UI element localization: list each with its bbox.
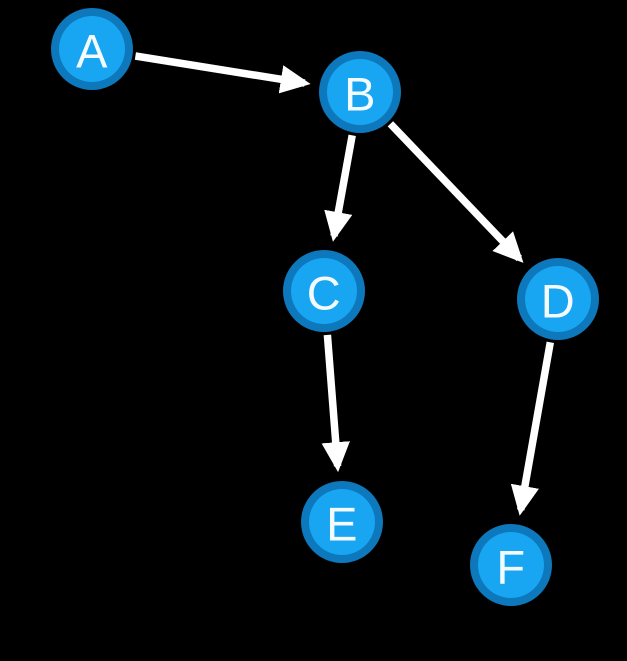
- node-C-label: C: [307, 267, 341, 320]
- node-D-label: D: [541, 275, 575, 328]
- node-E[interactable]: E: [301, 481, 383, 563]
- node-F-label: F: [496, 541, 525, 594]
- edge-C-E: [321, 334, 350, 473]
- node-A-fill: [59, 16, 125, 82]
- node-F[interactable]: F: [470, 524, 552, 606]
- node-A[interactable]: A: [51, 8, 133, 90]
- edge-A-B: [134, 52, 311, 94]
- node-B-fill: [327, 59, 393, 125]
- node-E-fill: [309, 489, 375, 555]
- node-D-fill: [525, 266, 591, 332]
- edge-D-F: [510, 341, 554, 516]
- edge-B-D: [387, 121, 524, 263]
- edge-B-C: [324, 134, 356, 242]
- node-C-fill: [291, 258, 357, 324]
- node-E-label: E: [326, 498, 358, 551]
- node-B[interactable]: B: [319, 51, 401, 133]
- node-D[interactable]: D: [517, 258, 599, 340]
- node-A-label: A: [76, 25, 108, 78]
- node-F-fill: [478, 532, 544, 598]
- node-C[interactable]: C: [283, 250, 365, 332]
- node-B-label: B: [344, 68, 376, 121]
